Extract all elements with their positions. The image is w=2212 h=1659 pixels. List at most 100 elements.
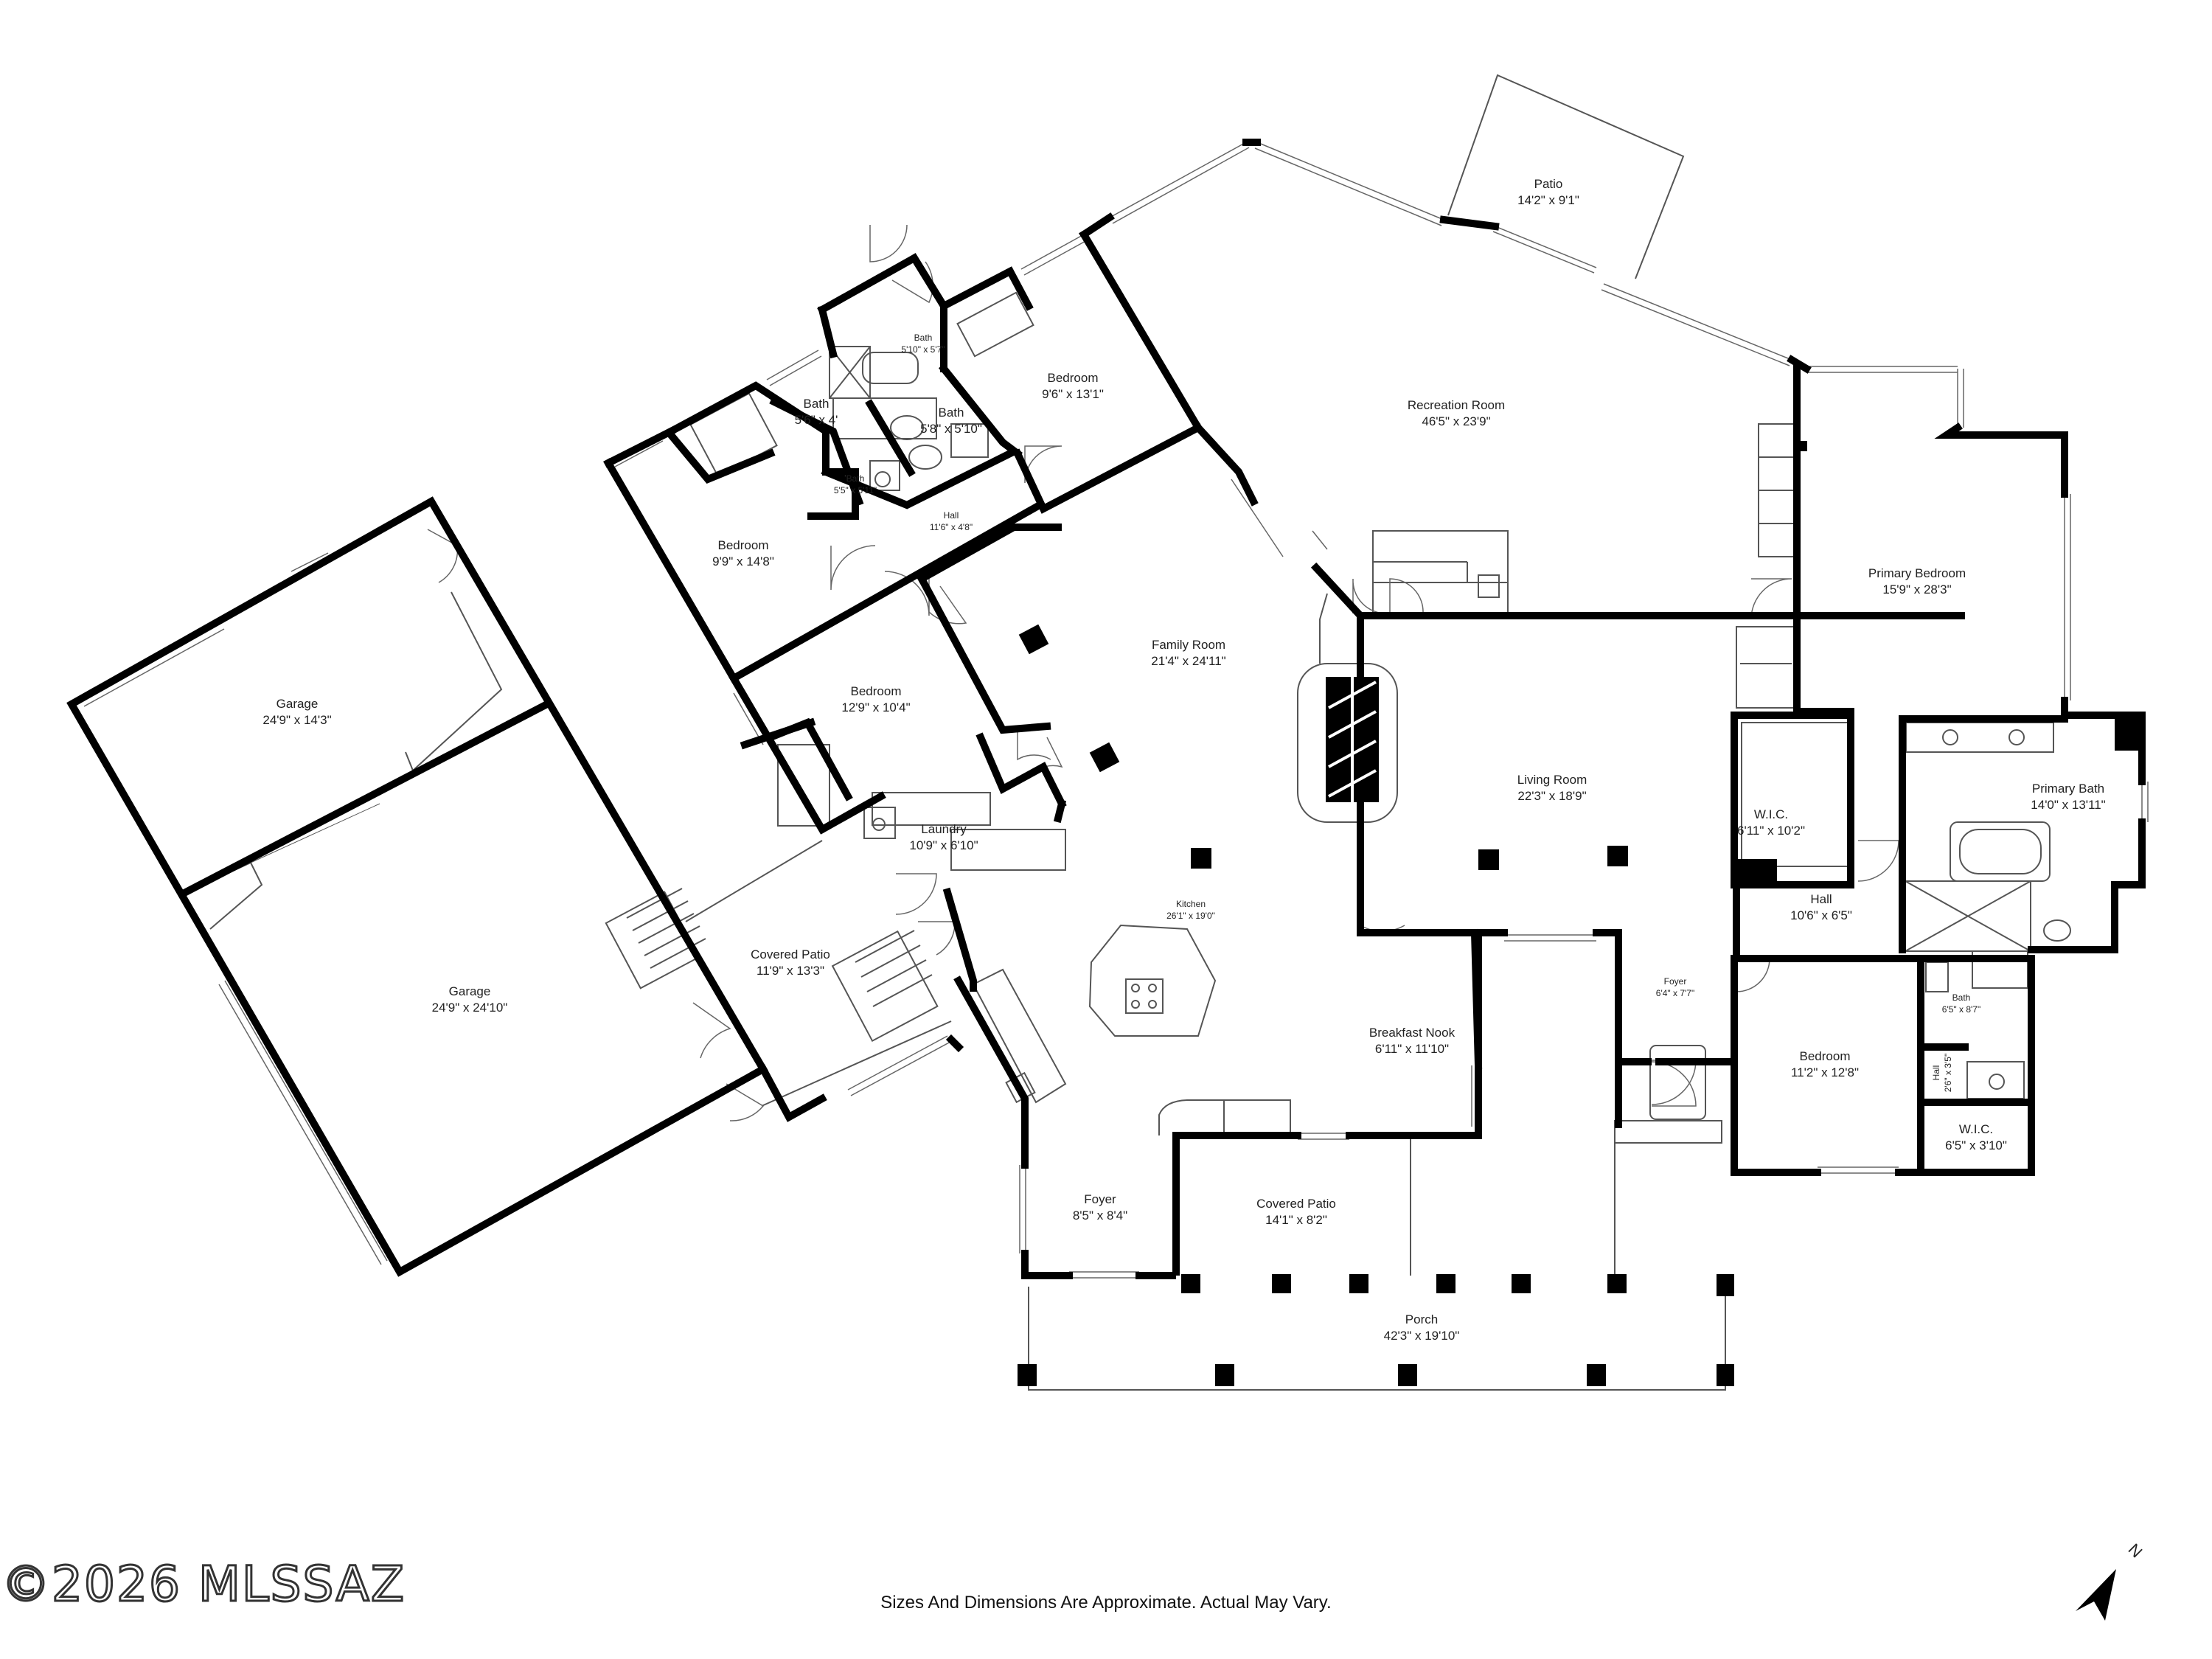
- room-label-breakfast-nook: Breakfast Nook 6'11" x 11'10": [1369, 1026, 1455, 1056]
- room-name: Bedroom: [1800, 1049, 1851, 1063]
- room-label-kitchen: Kitchen 26'1" x 19'0": [1166, 899, 1215, 921]
- room-name: Hall: [1810, 892, 1832, 906]
- room-label-bath-a: Bath 5'6" x 4': [795, 397, 838, 427]
- room-dimensions: 24'9" x 24'10": [432, 1001, 508, 1015]
- room-name: Foyer: [1664, 976, 1687, 987]
- room-dimensions: 8'5" x 8'4": [1073, 1208, 1127, 1222]
- room-name: Living Room: [1517, 773, 1587, 787]
- room-label-bedroom-ne: Bedroom 9'6" x 13'1": [1042, 371, 1104, 401]
- room-name: Garage: [276, 697, 319, 711]
- room-dimensions: 11'6" x 4'8": [930, 522, 973, 532]
- room-name: Bath: [939, 406, 964, 420]
- room-name: Bath: [914, 333, 933, 343]
- fixtures: [181, 74, 2071, 1391]
- room-dimensions: 9'9" x 14'8": [712, 554, 774, 568]
- room-name: Foyer: [1084, 1192, 1116, 1206]
- room-name: Bath: [804, 397, 830, 411]
- north-arrow-label: N: [2125, 1540, 2146, 1561]
- room-name: Bath: [1952, 992, 1971, 1003]
- room-name: Porch: [1405, 1312, 1438, 1326]
- room-dimensions: 6'5" x 8'7": [1942, 1004, 1980, 1015]
- dimensions-disclaimer: Sizes And Dimensions Are Approximate. Ac…: [880, 1593, 1332, 1613]
- room-label-bath-b: Bath 5'8" x 5'10": [920, 406, 982, 436]
- room-dimensions: 14'0" x 13'11": [2031, 798, 2105, 812]
- room-name: W.I.C.: [1959, 1122, 1993, 1136]
- walls: [66, 139, 2146, 1279]
- room-name: Primary Bath: [2032, 782, 2104, 796]
- room-name: Kitchen: [1176, 899, 1206, 909]
- room-dimensions: 9'6" x 13'1": [1042, 387, 1104, 401]
- room-name: Hall: [1931, 1065, 1941, 1081]
- room-dimensions: 42'3" x 19'10": [1384, 1329, 1460, 1343]
- room-dimensions: 6'5" x 3'10": [1945, 1138, 2007, 1152]
- room-dimensions: 2'6" x 3'5": [1943, 1054, 1953, 1092]
- room-name: Bedroom: [1048, 371, 1099, 385]
- room-name: Family Room: [1152, 638, 1225, 652]
- room-label-hall-east: Hall 10'6" x 6'5": [1790, 892, 1852, 922]
- room-dimensions: 5'6" x 4': [795, 413, 838, 427]
- room-label-porch: Porch 42'3" x 19'10": [1384, 1312, 1460, 1343]
- room-name: Covered Patio: [1256, 1197, 1336, 1211]
- room-dimensions: 6'11" x 11'10": [1375, 1042, 1449, 1056]
- room-dimensions: 24'9" x 14'3": [262, 713, 331, 727]
- room-name: Patio: [1534, 177, 1563, 191]
- room-dimensions: 14'2" x 9'1": [1517, 193, 1579, 207]
- room-dimensions: 5'5" x 5'11": [834, 485, 877, 495]
- room-dimensions: 21'4" x 24'11": [1151, 654, 1225, 668]
- room-dimensions: 12'9" x 10'4": [841, 700, 910, 714]
- room-name: Bedroom: [851, 684, 902, 698]
- room-label-wic-se: W.I.C. 6'5" x 3'10": [1945, 1122, 2007, 1152]
- room-dimensions: 6'4" x 7'7": [1656, 988, 1694, 998]
- room-name: Recreation Room: [1408, 398, 1505, 412]
- room-dimensions: 5'8" x 5'10": [920, 422, 982, 436]
- room-name: Bedroom: [718, 538, 769, 552]
- room-dimensions: 14'1" x 8'2": [1265, 1213, 1327, 1227]
- room-name: Primary Bedroom: [1868, 566, 1966, 580]
- room-labels: Patio 14'2" x 9'1" Recreation Room 46'5" x …: [262, 177, 2105, 1343]
- room-label-foyer-south: Foyer 8'5" x 8'4": [1073, 1192, 1127, 1222]
- room-name: Breakfast Nook: [1369, 1026, 1455, 1040]
- room-dimensions: 5'10" x 5'7": [901, 344, 945, 355]
- room-dimensions: 22'3" x 18'9": [1517, 789, 1586, 803]
- room-label-garage-south: Garage 24'9" x 24'10": [432, 984, 508, 1015]
- room-dimensions: 11'2" x 12'8": [1791, 1065, 1859, 1079]
- copyright-watermark: ©2026 MLSSAZ: [0, 1555, 406, 1614]
- room-label-patio: Patio 14'2" x 9'1": [1517, 177, 1579, 207]
- room-label-family-room: Family Room 21'4" x 24'11": [1151, 638, 1225, 668]
- room-name: Covered Patio: [751, 947, 830, 961]
- room-dimensions: 10'9" x 6'10": [909, 838, 978, 852]
- room-name: W.I.C.: [1754, 807, 1788, 821]
- fireplace: [1326, 677, 1379, 802]
- windows: [80, 142, 2149, 1279]
- room-label-primary-bedroom: Primary Bedroom 15'9" x 28'3": [1868, 566, 1966, 597]
- room-name: Bath: [846, 473, 865, 484]
- room-dimensions: 6'11" x 10'2": [1737, 824, 1805, 838]
- room-label-bedroom-mid: Bedroom 12'9" x 10'4": [841, 684, 910, 714]
- room-dimensions: 10'6" x 6'5": [1790, 908, 1852, 922]
- room-label-wic-east: W.I.C. 6'11" x 10'2": [1737, 807, 1805, 838]
- columns: [1018, 441, 2144, 1386]
- room-name: Garage: [449, 984, 491, 998]
- room-label-bedroom-se: Bedroom 11'2" x 12'8": [1791, 1049, 1859, 1079]
- room-label-bedroom-w: Bedroom 9'9" x 14'8": [712, 538, 774, 568]
- room-label-garage-north: Garage 24'9" x 14'3": [262, 697, 331, 727]
- room-dimensions: 46'5" x 23'9": [1422, 414, 1490, 428]
- room-label-laundry: Laundry 10'9" x 6'10": [909, 822, 978, 852]
- room-label-recreation-room: Recreation Room 46'5" x 23'9": [1408, 398, 1505, 428]
- room-name: Laundry: [921, 822, 967, 836]
- room-label-living-room: Living Room 22'3" x 18'9": [1517, 773, 1587, 803]
- room-label-covered-patio-south: Covered Patio 14'1" x 8'2": [1256, 1197, 1336, 1227]
- room-label-covered-patio-west: Covered Patio 11'9" x 13'3": [751, 947, 830, 978]
- room-label-primary-bath: Primary Bath 14'0" x 13'11": [2031, 782, 2105, 812]
- room-name: Hall: [944, 510, 959, 521]
- room-dimensions: 15'9" x 28'3": [1882, 582, 1951, 597]
- room-dimensions: 26'1" x 19'0": [1166, 911, 1215, 921]
- room-dimensions: 11'9" x 13'3": [757, 964, 824, 978]
